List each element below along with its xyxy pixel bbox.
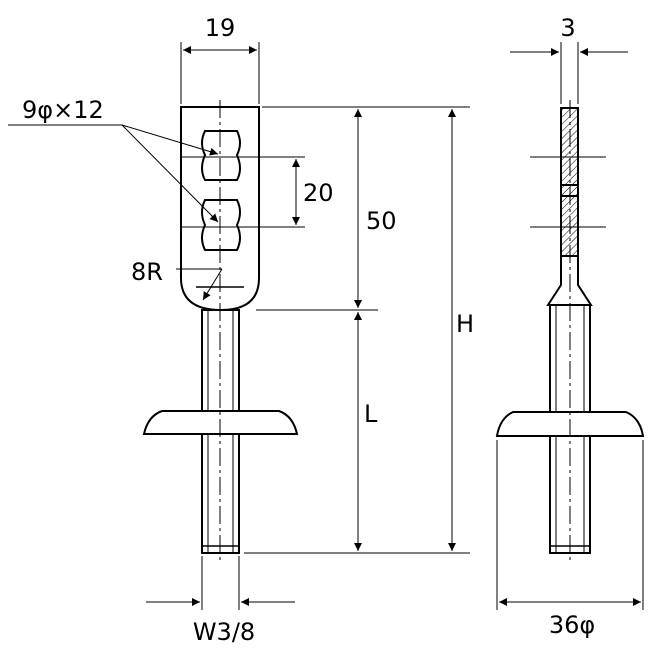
label-thread-size: W3/8 <box>193 618 255 646</box>
upper-slot <box>201 130 241 181</box>
label-width: 19 <box>205 14 236 42</box>
lower-slot <box>201 199 241 251</box>
label-washer-diameter: 36φ <box>549 611 595 639</box>
label-radius: 8R <box>131 258 163 286</box>
label-slot: 9φ×12 <box>22 96 104 124</box>
label-thread-length: L <box>364 400 378 428</box>
label-thickness: 3 <box>560 14 575 42</box>
label-total-height: H <box>456 310 474 338</box>
label-head-length: 50 <box>366 207 397 235</box>
label-pitch: 20 <box>303 179 334 207</box>
